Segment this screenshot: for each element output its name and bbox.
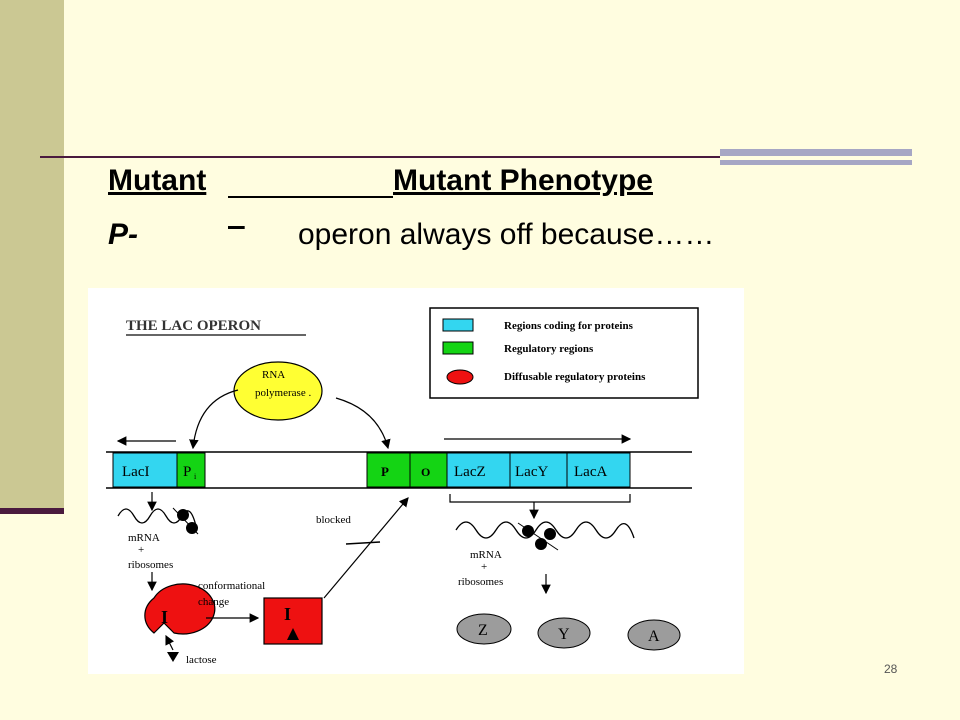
lactose-molecule-bound [287, 628, 299, 640]
legend-regulatory-label: Regulatory regions [504, 343, 594, 355]
ribosome-right-chain [517, 522, 559, 551]
header-underline-gap [228, 164, 393, 200]
gene-laca-box [566, 452, 631, 488]
mrna-left-label: mRNA [128, 532, 160, 544]
plus-right-label: + [481, 561, 487, 573]
gene-lacz: LacZ [446, 452, 511, 488]
gene-promoter: P [366, 452, 411, 488]
product-z [456, 613, 512, 645]
lactose-molecule-left [167, 652, 179, 662]
lac-operon-diagram: THE LAC OPERON Regions coding for protei… [88, 288, 744, 674]
operon-bracket [449, 494, 631, 503]
blocked-arrow [323, 497, 409, 599]
ribosomes-left-label: ribosomes [128, 559, 173, 571]
slide-number: 28 [884, 662, 898, 676]
polymerase-arrow-left [189, 389, 239, 450]
gene-pi-box [176, 452, 206, 488]
header-mutant: Mutant [108, 164, 207, 197]
polymerase-label-line1: RNA [262, 369, 285, 381]
legend: Regions coding for proteins Regulatory r… [429, 307, 699, 399]
polymerase-label-line2: polymerase . [255, 387, 311, 399]
slide-side-band [0, 0, 64, 514]
accent-rule-bottom [720, 160, 912, 165]
lac-operon-svg: THE LAC OPERON Regions coding for protei… [106, 307, 699, 666]
mrna-right-strand [455, 521, 635, 539]
plus-left-label: + [138, 544, 144, 556]
diagram-title: THE LAC OPERON [126, 318, 261, 334]
gene-laci-label: LacI [122, 464, 149, 480]
gene-lacz-label: LacZ [454, 464, 486, 480]
title-rule [40, 156, 720, 158]
gene-promoter-label: P [381, 464, 389, 479]
header-mutant-phenotype: Mutant Phenotype [393, 164, 653, 197]
product-a [627, 619, 681, 651]
gene-laci: LacI [112, 452, 178, 488]
gene-laca-label: LacA [574, 464, 607, 480]
legend-protein-swatch [446, 369, 474, 385]
ribosome-right-3 [544, 528, 556, 540]
gene-operator-box [409, 452, 448, 488]
polymerase-arrow-right [335, 397, 391, 450]
change-label: change [198, 596, 229, 608]
gene-operator-label: O [421, 465, 430, 479]
legend-diffusable-label: Diffusable regulatory proteins [504, 371, 646, 383]
row-phenotype: operon always off because…… [298, 218, 715, 251]
gene-pi: P i [176, 452, 206, 488]
lactose-binding-arrow [165, 634, 175, 651]
repressor-active [144, 583, 216, 635]
product-y [537, 617, 591, 649]
gene-laca: LacA [566, 452, 631, 488]
accent-rule-top [720, 149, 912, 156]
legend-coding-label: Regions coding for proteins [504, 320, 634, 332]
ribosome-left-1 [177, 509, 189, 521]
legend-coding-swatch [442, 318, 474, 332]
blocked-bar [345, 541, 381, 545]
ribosome-left-chain [172, 507, 199, 535]
ribosomes-right-label: ribosomes [458, 576, 503, 588]
gene-lacy-label: LacY [515, 464, 548, 480]
gene-pi-label: P [183, 464, 191, 480]
gene-operator: O [409, 452, 448, 488]
product-y-label: Y [558, 626, 570, 643]
blocked-label: blocked [316, 514, 351, 526]
product-z-label: Z [478, 622, 488, 639]
ribosome-right-2 [535, 538, 547, 550]
legend-regulatory-swatch [442, 341, 474, 355]
row-mutant: P- [108, 218, 138, 251]
legend-box [429, 307, 699, 399]
gene-laci-box [112, 452, 178, 488]
repressor-inactive-label: I [284, 604, 291, 624]
gene-pi-subscript: i [194, 472, 197, 481]
header-underline-bar [228, 196, 393, 198]
conformational-label: conformational [198, 580, 265, 592]
repressor-active-label: I [161, 607, 168, 627]
lactose-label: lactose [186, 654, 217, 666]
side-band-underline [0, 508, 64, 514]
product-a-label: A [648, 628, 660, 645]
gene-lacy: LacY [509, 452, 568, 488]
mrna-right-label: mRNA [470, 549, 502, 561]
